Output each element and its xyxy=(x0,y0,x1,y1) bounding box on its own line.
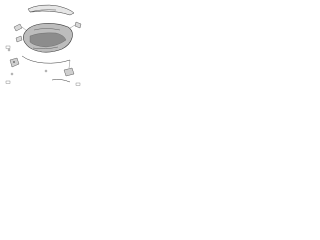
hood-release-handle xyxy=(63,67,75,77)
hood-panel xyxy=(27,4,75,16)
callout-box xyxy=(5,80,11,84)
parts-diagram xyxy=(0,0,88,93)
leader-line xyxy=(21,26,28,32)
exploded-view xyxy=(5,4,82,86)
clip xyxy=(44,69,48,73)
leader-line xyxy=(69,24,76,29)
insulator-shade xyxy=(29,32,67,48)
hood-hinge-lower xyxy=(15,35,23,43)
hood-hinge xyxy=(13,23,23,32)
hood-hinge-right xyxy=(74,21,82,29)
hood-seal xyxy=(51,79,71,83)
hood-panel-edge xyxy=(29,9,57,13)
clip xyxy=(10,72,14,76)
latch-bolt xyxy=(13,61,15,63)
leader-line xyxy=(68,59,71,69)
hood-release-cable xyxy=(21,55,71,64)
callout-box xyxy=(75,82,81,86)
insulator-rib xyxy=(32,46,59,49)
callout-box xyxy=(5,45,11,49)
clip xyxy=(7,48,11,52)
insulator-rib xyxy=(33,28,61,31)
